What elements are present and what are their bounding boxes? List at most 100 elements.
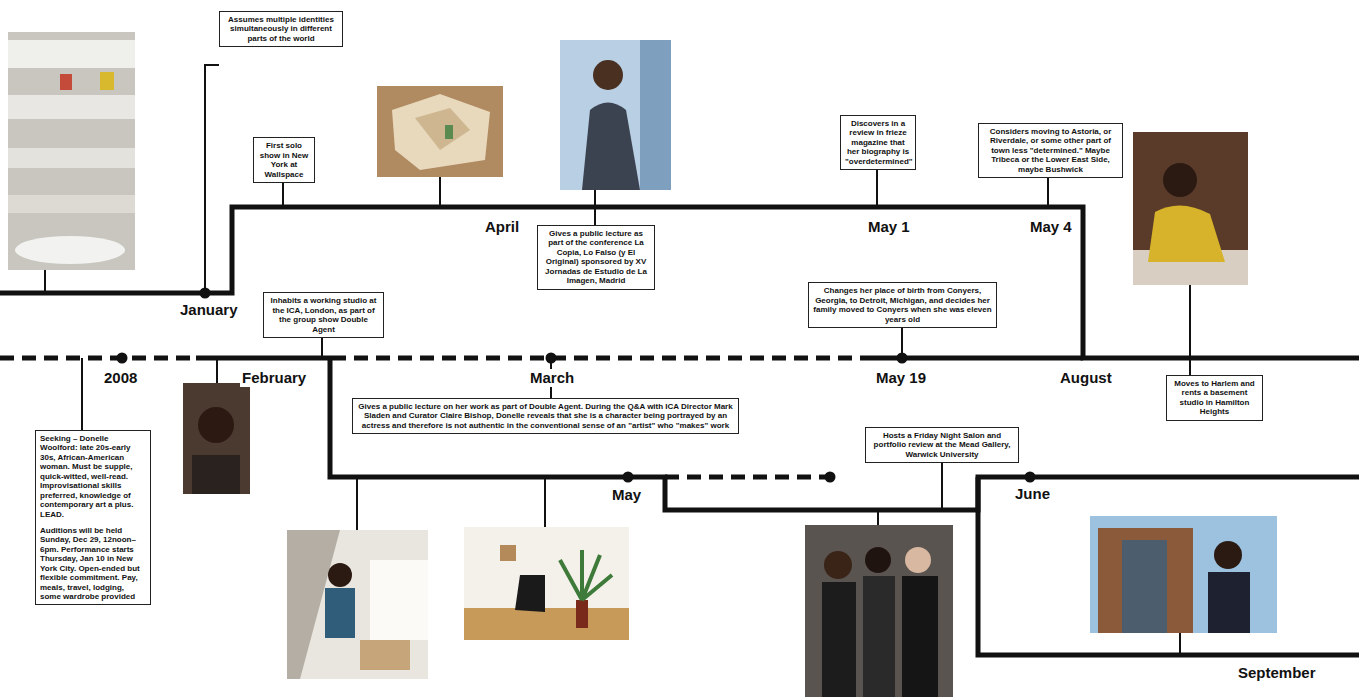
event-text: Discovers in a review in frieze magazine…: [845, 119, 911, 166]
room-photo: [464, 527, 629, 640]
date-label: 2008: [102, 369, 139, 387]
photo-detail: [8, 148, 135, 168]
photo-detail: [8, 195, 135, 213]
leader-line: [439, 177, 441, 207]
photo-frame: [287, 530, 428, 679]
timeline-line: [0, 207, 1359, 358]
sculpture-photo: [377, 86, 503, 177]
leader-line: [877, 510, 879, 525]
photo-detail: [1098, 528, 1193, 633]
event-box: Considers moving to Astoria, or Riverdal…: [978, 123, 1123, 178]
photo-detail: [1122, 540, 1167, 633]
date-label: January: [178, 301, 240, 319]
event-box: Seeking – Donelle Woolford: late 20s-ear…: [35, 430, 151, 605]
portrait-photo: [560, 40, 671, 190]
timeline-dot: [1025, 472, 1036, 483]
event-box: Gives a public lecture as part of the co…: [537, 225, 655, 290]
timeline-dot: [117, 353, 128, 364]
leader-line: [216, 358, 218, 383]
photo-detail: [824, 551, 852, 579]
leader-line: [356, 477, 358, 530]
timeline-dashed: [332, 356, 862, 361]
event-box: First solo show in New York at Wallspace: [253, 137, 315, 183]
leader-line: [44, 270, 46, 293]
event-box: Assumes multiple identities simultaneous…: [219, 11, 343, 47]
event-box: Inhabits a working studio at the ICA, Lo…: [263, 292, 384, 338]
photo-detail: [392, 94, 490, 170]
event-text: Seeking – Donelle Woolford: late 20s-ear…: [40, 434, 146, 519]
event-text: Hosts a Friday Night Salon and portfolio…: [870, 431, 1014, 459]
photo-frame: [464, 527, 629, 640]
group-photo: [805, 525, 953, 697]
photo-detail: [100, 72, 114, 90]
building-photo: [1090, 516, 1277, 633]
event-box: Changes her place of birth from Conyers,…: [808, 282, 997, 328]
photo-frame: [1090, 516, 1277, 633]
photo-detail: [865, 547, 891, 573]
photo-detail: [822, 582, 856, 697]
photo-detail: [15, 236, 125, 264]
portrait-photo: [1133, 132, 1248, 285]
date-label: June: [1013, 485, 1052, 503]
event-text: Inhabits a working studio at the ICA, Lo…: [268, 296, 379, 334]
event-text: Auditions will be held Sunday, Dec 29, 1…: [40, 526, 146, 602]
headshot-photo: [183, 383, 250, 494]
leader-line: [1179, 633, 1181, 655]
event-box: Discovers in a review in frieze magazine…: [840, 115, 916, 170]
event-text: Changes her place of birth from Conyers,…: [813, 286, 992, 324]
photo-frame: [8, 32, 135, 270]
photo-detail: [515, 575, 545, 612]
event-box: Gives a public lecture on her work as pa…: [352, 398, 739, 434]
leader-line: [901, 328, 903, 358]
date-label: May 4: [1028, 218, 1074, 236]
leader-line: [594, 190, 596, 225]
leader-line: [282, 183, 284, 207]
leader-line: [81, 358, 83, 430]
leader-line: [1047, 178, 1049, 207]
studio-photo: [287, 530, 428, 679]
photo-detail: [192, 455, 240, 494]
event-text: Assumes multiple identities simultaneous…: [224, 15, 338, 43]
photo-detail: [500, 545, 516, 561]
photo-detail: [560, 550, 612, 600]
date-label: May 19: [874, 369, 928, 387]
photo-detail: [576, 600, 588, 628]
photo-detail: [464, 608, 629, 640]
timeline-line: [862, 356, 1083, 361]
leader-line: [1189, 285, 1191, 375]
date-label: September: [1236, 664, 1318, 682]
event-text: Moves to Harlem and rents a basement stu…: [1171, 379, 1258, 417]
date-label: April: [483, 218, 521, 236]
photo-detail: [325, 588, 355, 638]
photo-detail: [1163, 163, 1197, 197]
photo-frame: [560, 40, 671, 190]
date-label: May: [610, 486, 643, 504]
museum-photo: [8, 32, 135, 270]
date-label: February: [240, 369, 308, 387]
photo-detail: [593, 60, 623, 90]
photo-detail: [1208, 572, 1250, 633]
photo-detail: [415, 108, 470, 150]
timeline-dot: [825, 472, 836, 483]
photo-detail: [198, 407, 234, 443]
timeline-dashed: [0, 356, 196, 361]
photo-frame: [183, 383, 250, 494]
event-text: Considers moving to Astoria, or Riverdal…: [983, 127, 1118, 174]
date-label: May 1: [866, 218, 912, 236]
photo-detail: [328, 563, 352, 587]
photo-detail: [1214, 541, 1242, 569]
timeline-dashed: [665, 475, 830, 480]
photo-frame: [1133, 132, 1248, 285]
photo-detail: [370, 560, 428, 640]
photo-detail: [8, 95, 135, 119]
photo-detail: [360, 640, 410, 670]
event-text: Gives a public lecture on her work as pa…: [357, 402, 734, 430]
photo-detail: [863, 576, 895, 697]
date-label: March: [528, 369, 576, 387]
leader-line: [321, 338, 323, 358]
date-label: August: [1058, 369, 1114, 387]
photo-detail: [902, 576, 938, 697]
photo-detail: [640, 40, 671, 190]
timeline-dot: [623, 472, 634, 483]
